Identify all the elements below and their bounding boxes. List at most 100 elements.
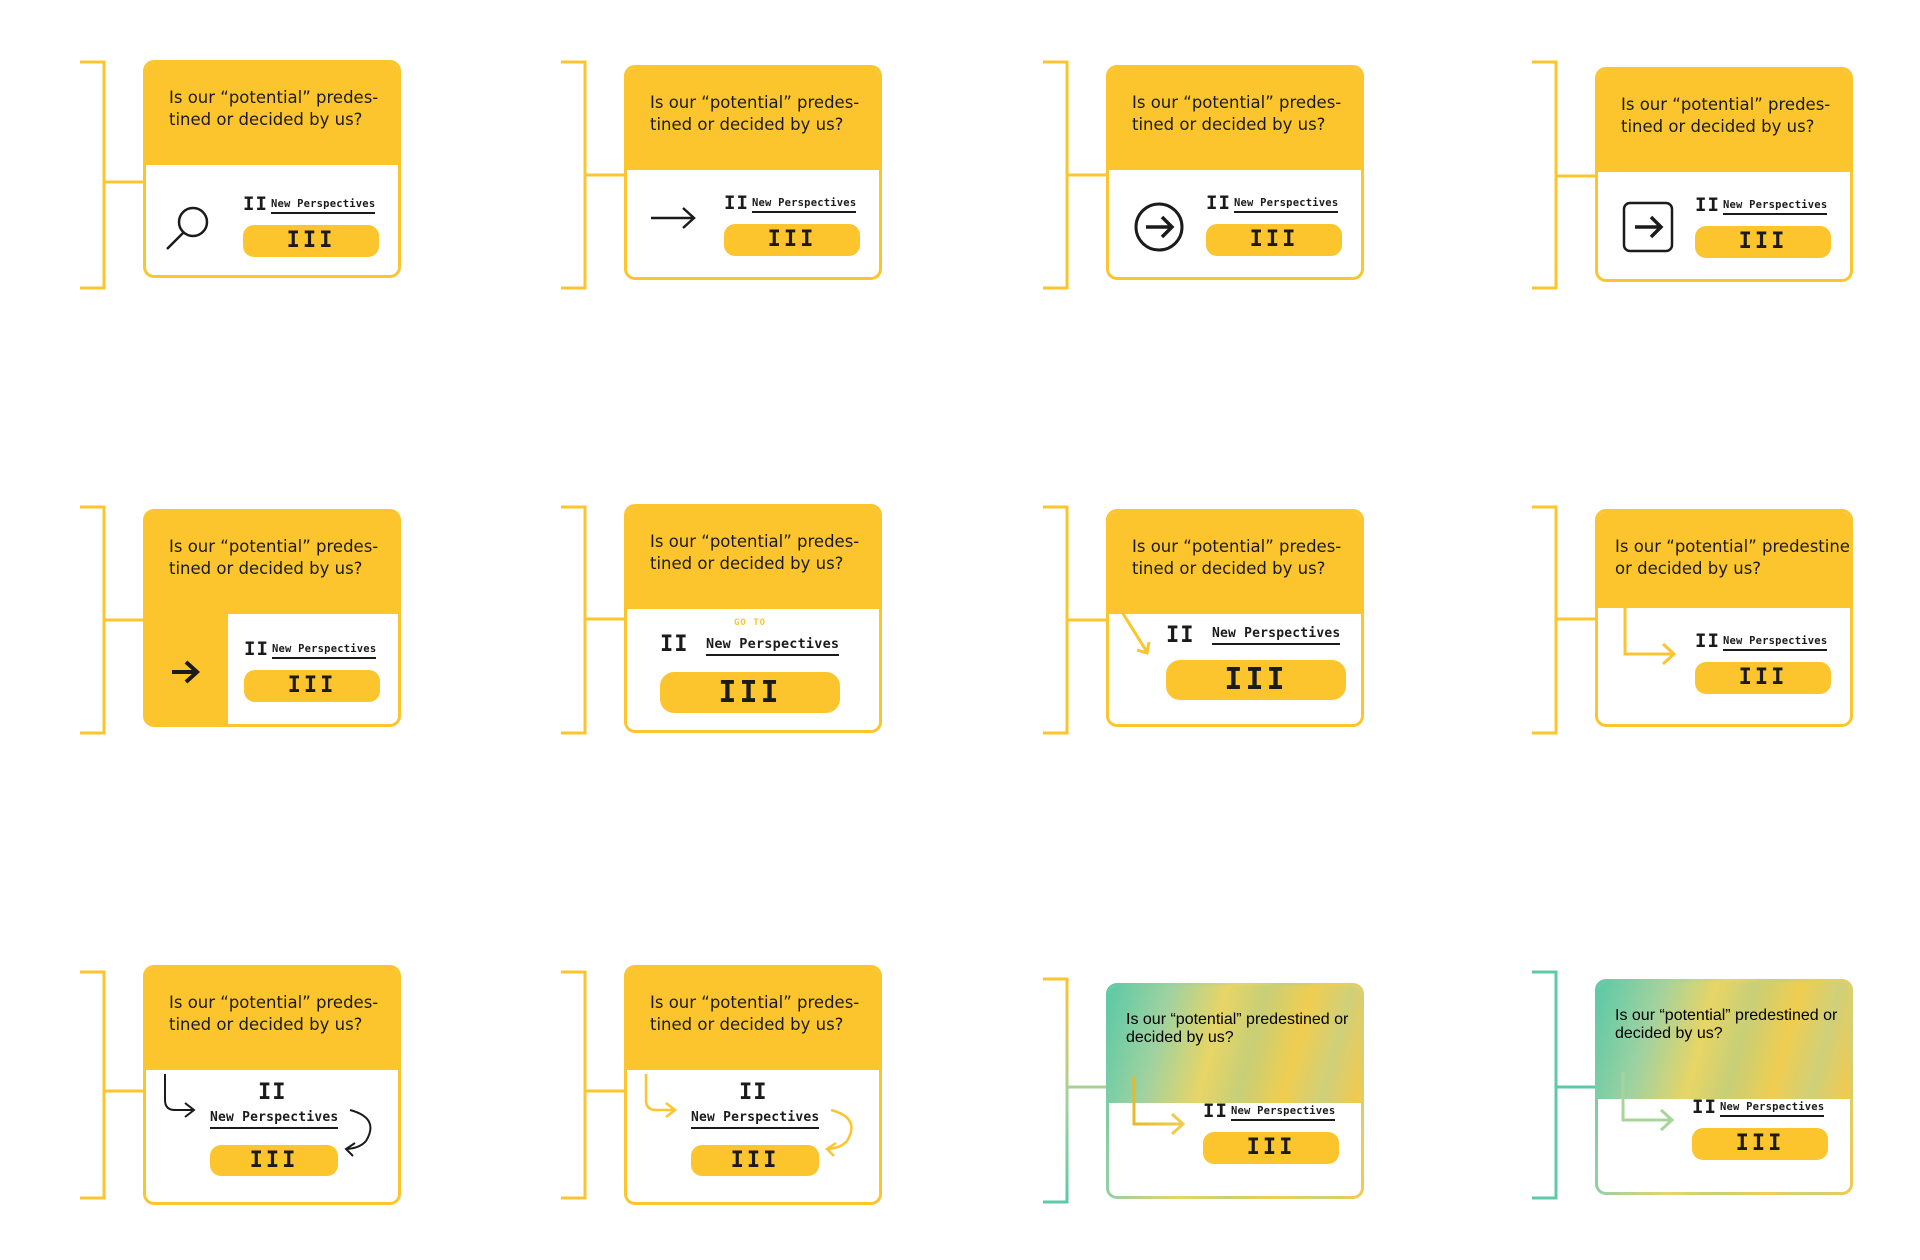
menu-card[interactable]: Is our “potential” predes- tined or deci… (624, 965, 882, 1205)
variant-3: Is our “potential” predes- tined or deci… (1043, 60, 1364, 300)
menu-card[interactable]: Is our “potential” predestined or decide… (1106, 983, 1364, 1199)
question-header: Is our “potential” predestined or decide… (1598, 982, 1850, 1099)
bracket-connector (80, 970, 144, 1200)
arrow-right-icon (651, 207, 696, 229)
section-title[interactable]: New Perspectives (1212, 626, 1341, 645)
level-three-button[interactable]: III (660, 672, 840, 713)
level-three-button[interactable]: III (1166, 660, 1346, 700)
level-two-label: II (724, 192, 749, 214)
level-three-button[interactable]: III (1692, 1128, 1828, 1160)
level-three-button[interactable]: III (210, 1145, 338, 1176)
variant-6: Is our “potential” predes- tined or deci… (561, 504, 882, 745)
menu-card[interactable]: Is our “potential” predes- tined or deci… (1106, 65, 1364, 280)
question-line: Is our “potential” predestined (1615, 537, 1853, 556)
elbow-arrow-icon (1621, 1072, 1675, 1132)
menu-card[interactable]: Is our “potential” predes- tined or deci… (143, 60, 401, 278)
variant-12: Is our “potential” predestined or decide… (1532, 970, 1853, 1210)
question-header: Is our “potential” predes- tined or deci… (1598, 70, 1850, 172)
question-line: Is our “potential” predes- (650, 93, 860, 112)
question-header: Is our “potential” predes- tined or deci… (146, 63, 398, 165)
variant-7: Is our “potential” predes- tined or deci… (1043, 505, 1364, 745)
level-three-button[interactable]: III (1695, 662, 1831, 694)
variant-9: Is our “potential” predes- tined or deci… (80, 965, 401, 1210)
level-three-button[interactable]: III (691, 1145, 819, 1176)
level-three-button[interactable]: III (1206, 224, 1342, 256)
question-header: Is our “potential” predestined or decide… (1109, 986, 1361, 1103)
section-title[interactable]: New Perspectives (271, 198, 376, 214)
menu-card[interactable]: Is our “potential” predes- tined or deci… (1595, 67, 1853, 282)
menu-card[interactable]: Is our “potential” predestined or decide… (1595, 979, 1853, 1195)
question-line: tined or decided by us? (169, 1015, 363, 1034)
bracket-connector (1532, 60, 1596, 290)
level-three-button[interactable]: III (724, 224, 860, 256)
question-line: tined or decided by us? (650, 115, 844, 134)
question-header: Is our “potential” predes- tined or deci… (1109, 512, 1361, 614)
level-three-button[interactable]: III (1695, 226, 1831, 258)
question-line: Is our “potential” predes- (169, 88, 379, 107)
section-title[interactable]: New Perspectives (1723, 199, 1828, 215)
question-line: Is our “potential” predes- (650, 993, 860, 1012)
question-line: Is our “potential” predes- (1621, 95, 1831, 114)
level-two-label: II (1695, 194, 1720, 216)
section-title[interactable]: New Perspectives (272, 643, 377, 659)
bracket-connector (561, 60, 625, 290)
bracket-connector (1043, 505, 1107, 735)
question-line: tined or decided by us? (1132, 559, 1326, 578)
bracket-connector (1532, 505, 1596, 735)
section-title[interactable]: New Perspectives (1720, 1101, 1825, 1117)
question-line: Is our “potential” predestined (1126, 1011, 1330, 1028)
question-line: tined or decided by us? (1621, 117, 1815, 136)
section-title[interactable]: New Perspectives (691, 1110, 820, 1129)
bracket-connector (80, 60, 144, 290)
menu-card[interactable]: Is our “potential” predestined or decide… (1595, 509, 1853, 727)
loop-arrows-icon (644, 1074, 853, 1157)
bracket-connector (1043, 977, 1107, 1204)
level-two-label: II (739, 1080, 768, 1105)
question-line: or decided by us? (1126, 1011, 1349, 1046)
level-two-label: II (1166, 623, 1195, 648)
question-line: or decided by us? (1615, 559, 1762, 578)
question-header: Is our “potential” predes- tined or deci… (146, 512, 398, 614)
circle-arrow-icon (1134, 202, 1184, 252)
bracket-connector (1532, 970, 1596, 1200)
card-body: Is our “potential” predestined or decide… (1109, 986, 1361, 1196)
section-title[interactable]: New Perspectives (210, 1110, 339, 1129)
goto-label: GO TO (734, 618, 767, 628)
level-three-button[interactable]: III (243, 225, 379, 257)
variant-8: Is our “potential” predestined or decide… (1532, 505, 1853, 745)
section-title[interactable]: New Perspectives (1234, 197, 1339, 213)
bracket-connector (1043, 60, 1107, 290)
question-line: Is our “potential” predes- (169, 993, 379, 1012)
question-line: Is our “potential” predes- (650, 532, 860, 551)
bracket-connector (561, 505, 625, 735)
question-line: tined or decided by us? (1132, 115, 1326, 134)
question-line: Is our “potential” predes- (1132, 93, 1342, 112)
section-title[interactable]: New Perspectives (1723, 635, 1828, 651)
square-arrow-icon (1622, 201, 1674, 253)
loop-arrows-icon (164, 1074, 372, 1157)
menu-card[interactable]: Is our “potential” predes- tined or deci… (624, 65, 882, 280)
question-header: Is our “potential” predes- tined or deci… (627, 968, 879, 1070)
menu-card[interactable]: Is our “potential” predes- tined or deci… (143, 965, 401, 1205)
section-title[interactable]: New Perspectives (706, 636, 840, 656)
question-line: tined or decided by us? (650, 1015, 844, 1034)
menu-card[interactable]: Is our “potential” predes- tined or deci… (624, 504, 882, 733)
level-two-label: II (258, 1080, 287, 1105)
variant-5: Is our “potential” predes- tined or deci… (80, 505, 401, 745)
question-line: Is our “potential” predestined (1615, 1007, 1819, 1024)
section-title[interactable]: New Perspectives (752, 197, 857, 213)
question-header: Is our “potential” predestined or decide… (1598, 512, 1850, 608)
question-line: Is our “potential” predes- (1132, 537, 1342, 556)
level-three-button[interactable]: III (244, 670, 380, 702)
level-two-label: II (1203, 1100, 1228, 1122)
menu-card[interactable]: Is our “potential” predes- tined or deci… (1106, 509, 1364, 727)
question-line: Is our “potential” predes- (169, 537, 379, 556)
bracket-connector (561, 970, 625, 1200)
section-title[interactable]: New Perspectives (1231, 1105, 1336, 1121)
level-three-button[interactable]: III (1203, 1132, 1339, 1164)
menu-card[interactable]: Is our “potential” predes- tined or deci… (143, 509, 401, 727)
variant-2: Is our “potential” predes- tined or deci… (561, 60, 882, 300)
bracket-connector (80, 505, 144, 735)
question-header: Is our “potential” predes- tined or deci… (1109, 68, 1361, 170)
question-line: tined or decided by us? (169, 110, 363, 129)
